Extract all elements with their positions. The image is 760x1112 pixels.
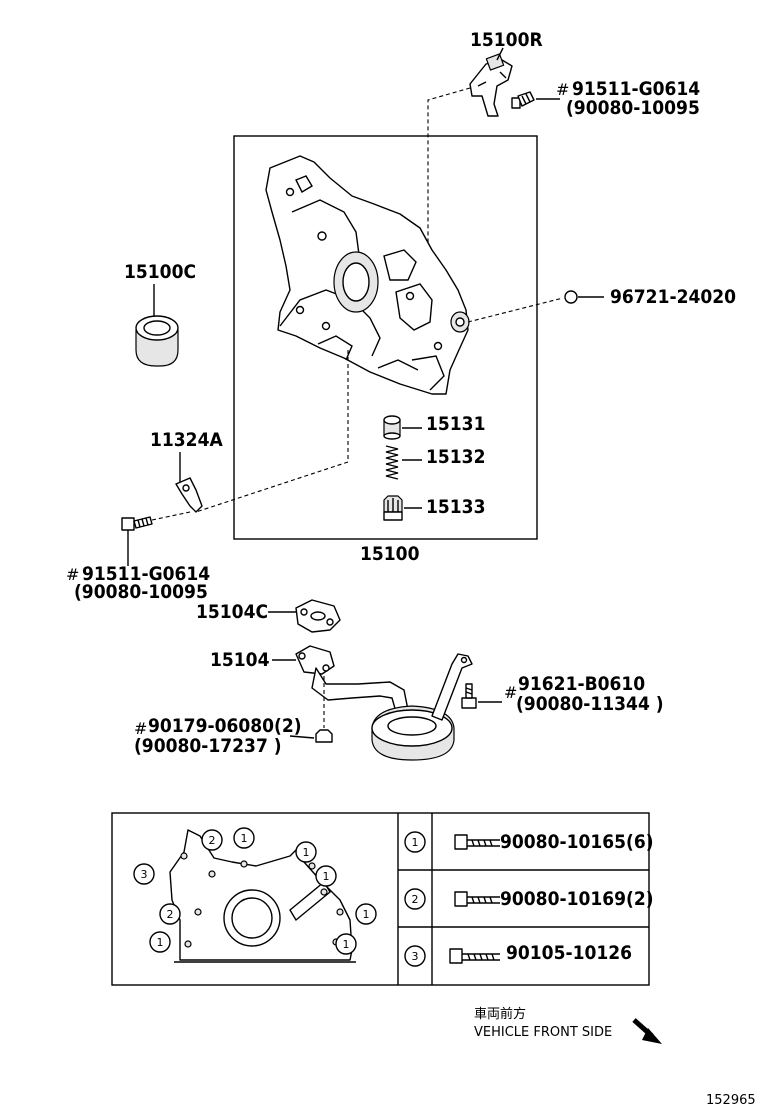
table-row[interactable]: 2 90080-10169(2)	[404, 888, 654, 910]
svg-text:2: 2	[209, 834, 216, 847]
svg-text:1: 1	[323, 870, 330, 883]
label-15131[interactable]: 15131	[426, 413, 485, 435]
row-id-circle	[404, 831, 426, 853]
oil-strainer-15104[interactable]	[295, 645, 473, 761]
figure-id: 152965	[706, 1093, 756, 1108]
cover-callout: 3	[133, 863, 155, 885]
front-cover-outline[interactable]	[169, 829, 356, 963]
row-id-circle	[404, 888, 426, 910]
label-90080-10095-left[interactable]: (90080-10095	[74, 581, 208, 603]
label-91621-B0610[interactable]: 91621-B0610	[518, 673, 645, 695]
oil-seal-15100C[interactable]	[135, 315, 179, 367]
row-part-number: 90080-10165(6)	[500, 831, 654, 853]
hash-mark-right: #	[504, 683, 517, 702]
strainer-nut-90179[interactable]	[315, 729, 333, 743]
bolt-location-table	[111, 812, 650, 986]
label-90179-06080[interactable]: 90179-06080(2)	[148, 715, 302, 737]
table-row[interactable]: 3 90105-10126	[404, 942, 632, 967]
svg-text:2: 2	[167, 908, 174, 921]
hash-mark-top: #	[556, 80, 569, 99]
plug-15133[interactable]	[383, 495, 403, 521]
label-91511-G0614-top[interactable]: 91511-G0614	[572, 78, 700, 100]
pump-bolt-left[interactable]	[121, 516, 153, 531]
cover-callout: 1	[295, 841, 317, 863]
bolt-icon	[454, 891, 500, 907]
bolt-icon	[454, 834, 500, 850]
cover-callout: 2	[159, 903, 181, 925]
svg-text:1: 1	[303, 846, 310, 859]
table-row[interactable]: 1 90080-10165(6)	[404, 831, 654, 853]
label-15104C[interactable]: 15104C	[196, 601, 268, 623]
label-15100[interactable]: 15100	[360, 543, 420, 565]
label-90080-10095-top[interactable]: (90080-10095	[566, 97, 700, 119]
relief-valve-15131[interactable]	[383, 415, 401, 440]
cover-callout: 1	[355, 903, 377, 925]
direction-japanese: 車両前方	[474, 1006, 526, 1022]
svg-text:2: 2	[412, 893, 419, 906]
cover-callout: 2	[201, 829, 223, 851]
oil-pump-body[interactable]	[265, 155, 470, 395]
svg-text:3: 3	[141, 868, 148, 881]
cover-callout: 1	[233, 827, 255, 849]
row-part-number: 90080-10169(2)	[500, 888, 654, 910]
label-90080-11344[interactable]: (90080-11344 )	[516, 693, 664, 715]
cover-callout: 1	[335, 933, 357, 955]
cover-callout: 1	[149, 931, 171, 953]
o-ring-96721[interactable]	[564, 290, 578, 304]
label-15100C[interactable]: 15100C	[124, 261, 196, 283]
label-91511-G0614-left[interactable]: 91511-G0614	[82, 563, 210, 585]
svg-text:1: 1	[343, 938, 350, 951]
label-15104[interactable]: 15104	[210, 649, 270, 671]
label-15100R[interactable]: 15100R	[470, 29, 543, 51]
svg-text:1: 1	[241, 832, 248, 845]
svg-text:1: 1	[412, 836, 419, 849]
svg-text:1: 1	[363, 908, 370, 921]
hash-mark-bottom: #	[134, 719, 147, 738]
oil-pump-assembly-box	[233, 135, 538, 540]
svg-text:1: 1	[157, 936, 164, 949]
spring-15132[interactable]	[385, 445, 399, 480]
oil-pressure-sensor-15100R[interactable]	[469, 53, 513, 117]
label-90080-17237[interactable]: (90080-17237 )	[134, 735, 282, 757]
gasket-15104C[interactable]	[295, 599, 341, 633]
direction-english: VEHICLE FRONT SIDE	[474, 1025, 612, 1040]
cover-callout: 1	[315, 865, 337, 887]
row-part-number: 90105-10126	[506, 942, 632, 964]
row-id-circle	[404, 945, 426, 967]
bracket-11324A[interactable]	[175, 477, 203, 513]
sensor-bolt[interactable]	[511, 91, 535, 109]
svg-text:3: 3	[412, 950, 419, 963]
direction-arrow-icon	[632, 1018, 662, 1044]
label-15132[interactable]: 15132	[426, 446, 485, 468]
hash-mark-left: #	[66, 565, 79, 584]
label-15133[interactable]: 15133	[426, 496, 485, 518]
label-96721-24020[interactable]: 96721-24020	[610, 286, 736, 308]
bolt-icon	[449, 948, 500, 964]
label-11324A[interactable]: 11324A	[150, 429, 223, 451]
strainer-bolt-91621[interactable]	[461, 683, 477, 709]
